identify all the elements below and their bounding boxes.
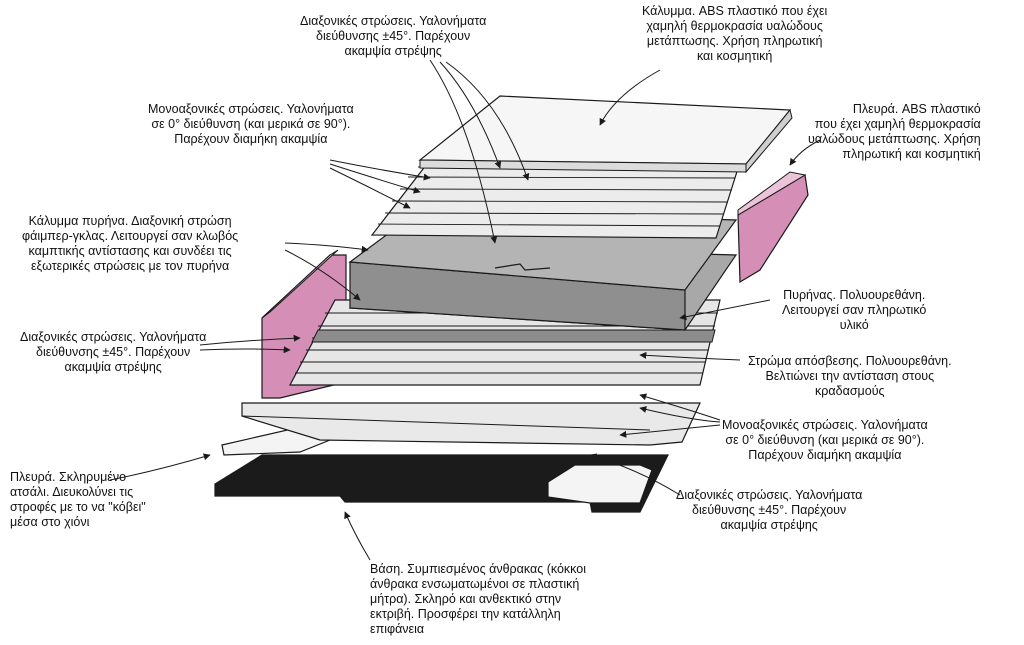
label-sidewall-abs: Πλευρά. ABS πλαστικό που έχει χαμηλή θερ… <box>808 102 981 161</box>
label-core-cover: Κάλυμμα πυρήνα. Διαξονική στρώση φάιμπερ… <box>22 214 239 273</box>
label-core: Πυρήνας. Πολυουρεθάνη. Λειτουργεί σαν πλ… <box>782 288 927 332</box>
top-cover-right-edge <box>745 108 793 174</box>
steel-edge-right <box>547 464 653 504</box>
damping-layer <box>311 329 716 343</box>
label-damping-layer: Στρώμα απόσβεσης. Πολυουρεθάνη. Βελτιώνε… <box>748 354 952 398</box>
sidewall-left-top <box>261 249 339 319</box>
label-left-diagonal-layers: Διαξονικές στρώσεις. Υαλονήματα διεύθυνσ… <box>20 330 207 374</box>
label-top-diagonal-layers: Διαξονικές στρώσεις. Υαλονήματα διεύθυνσ… <box>300 14 487 58</box>
label-steel-edge: Πλευρά. Σκληρυμένο ατσάλι. Διευκολύνει τ… <box>10 470 146 529</box>
label-top-cover: Κάλυμμα. ABS πλαστικό που έχει χαμηλή θε… <box>642 4 828 63</box>
label-bottom-unidirectional-layers: Μονοαξονικές στρώσεις. Υαλονήματα σε 0° … <box>722 418 928 462</box>
label-top-unidirectional-layers: Μονοαξονικές στρώσεις. Υαλονήματα σε 0° … <box>148 102 354 146</box>
sidewall-right-top <box>737 171 807 216</box>
label-bottom-diagonal-layers: Διαξονικές στρώσεις. Υαλονήματα διεύθυνσ… <box>676 488 863 532</box>
label-base: Βάση. Συμπιεσμένος άνθρακας (κόκκοι άνθρ… <box>370 562 586 636</box>
top-cover <box>418 95 792 165</box>
leader-lines <box>109 59 821 561</box>
